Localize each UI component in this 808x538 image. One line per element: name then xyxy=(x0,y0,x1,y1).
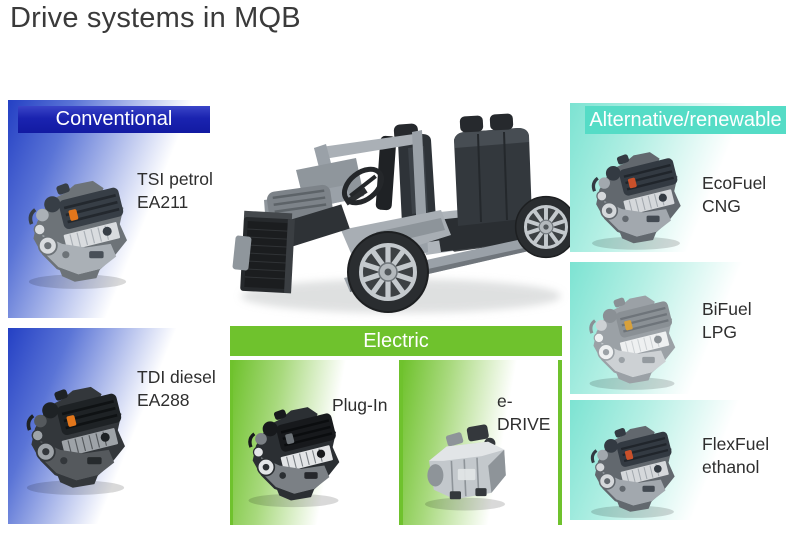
conventional-panel-2: TDI diesel EA288 xyxy=(8,328,220,524)
drive-label-bifuel: BiFuel LPG xyxy=(702,299,752,342)
drive-label-plugin: Plug-In xyxy=(332,395,388,415)
electric-separator xyxy=(230,356,562,360)
page-title: Drive systems in MQB xyxy=(10,2,301,34)
petrol-engine-icon xyxy=(28,180,127,289)
alternative-panel: Alternative/renewable EcoFuel CNG xyxy=(570,103,787,252)
drive-label-tdi: TDI diesel EA288 xyxy=(137,367,216,410)
cng-engine-icon xyxy=(592,152,681,250)
conventional-panel: Conventional TSI petrol EA211 xyxy=(8,100,220,318)
mqb-chassis-image xyxy=(232,113,577,314)
lpg-engine-icon xyxy=(589,295,676,390)
alternative-panel-3: FlexFuel ethanol xyxy=(570,400,787,520)
drive-label-tsi: TSI petrol EA211 xyxy=(137,169,213,212)
ethanol-engine-icon xyxy=(591,425,675,518)
electric-panel: Electric Plug-In e- DRIVE xyxy=(230,326,562,525)
drive-label-flexfuel: FlexFuel ethanol xyxy=(702,434,770,477)
electric-card-edrive: e- DRIVE xyxy=(403,360,558,525)
electric-header: Electric xyxy=(363,330,429,352)
electric-card-plugin: Plug-In xyxy=(233,360,399,525)
drive-label-edrive: e- DRIVE xyxy=(497,391,551,434)
diesel-engine-icon xyxy=(26,386,125,495)
drive-label-ecofuel: EcoFuel CNG xyxy=(702,173,767,216)
alternative-panel-2: BiFuel LPG xyxy=(570,262,787,394)
conventional-header: Conventional xyxy=(18,106,210,133)
alternative-header: Alternative/renewable xyxy=(585,106,786,134)
